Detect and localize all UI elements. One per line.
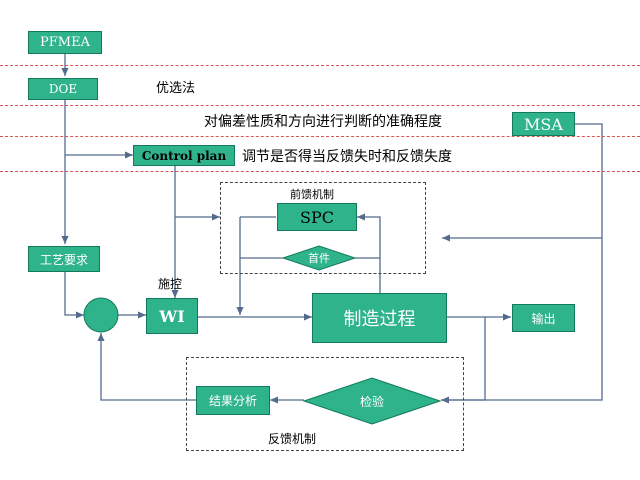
result-analysis-box: 结果分析 [196,386,270,415]
feedforward-frame [220,182,426,274]
feedforward-title: 前馈机制 [290,188,334,201]
shikong-label: 施控 [158,277,183,291]
separator-line-1 [0,65,640,66]
control-plan-note: 调节是否得当反馈失时和反馈失度 [242,149,452,165]
wi-box: WI [146,298,198,334]
msa-note: 对偏差性质和方向进行判断的准确程度 [204,114,442,130]
connector-process-req-comparator [64,272,84,319]
first-piece-diamond [281,245,357,271]
comparator-circle [83,297,119,333]
manufacturing-process-box: 制造过程 [312,293,447,343]
connector-analysis-comparator [97,333,196,401]
output-box: 输出 [512,304,575,332]
msa-box: MSA [512,112,575,136]
spc-box: SPC [277,203,357,231]
separator-line-4 [0,171,640,172]
connector-manufacturing-spc [357,213,381,293]
doe-note: 优选法 [156,81,196,96]
inspection-diamond [302,377,442,425]
separator-line-3 [0,136,640,137]
doe-box: DOE [28,78,98,100]
process-req-box: 工艺要求 [28,246,100,272]
connector-msa-loop [441,123,603,401]
inspection-label: 检验 [359,394,384,409]
separator-line-2 [0,105,640,106]
feedback-title: 反馈机制 [268,432,317,446]
feedback-frame [186,357,464,451]
control-plan-box: Control plan [133,145,235,166]
first-piece-label: 首件 [308,252,330,265]
pfmea-box: PFMEA [28,31,102,54]
